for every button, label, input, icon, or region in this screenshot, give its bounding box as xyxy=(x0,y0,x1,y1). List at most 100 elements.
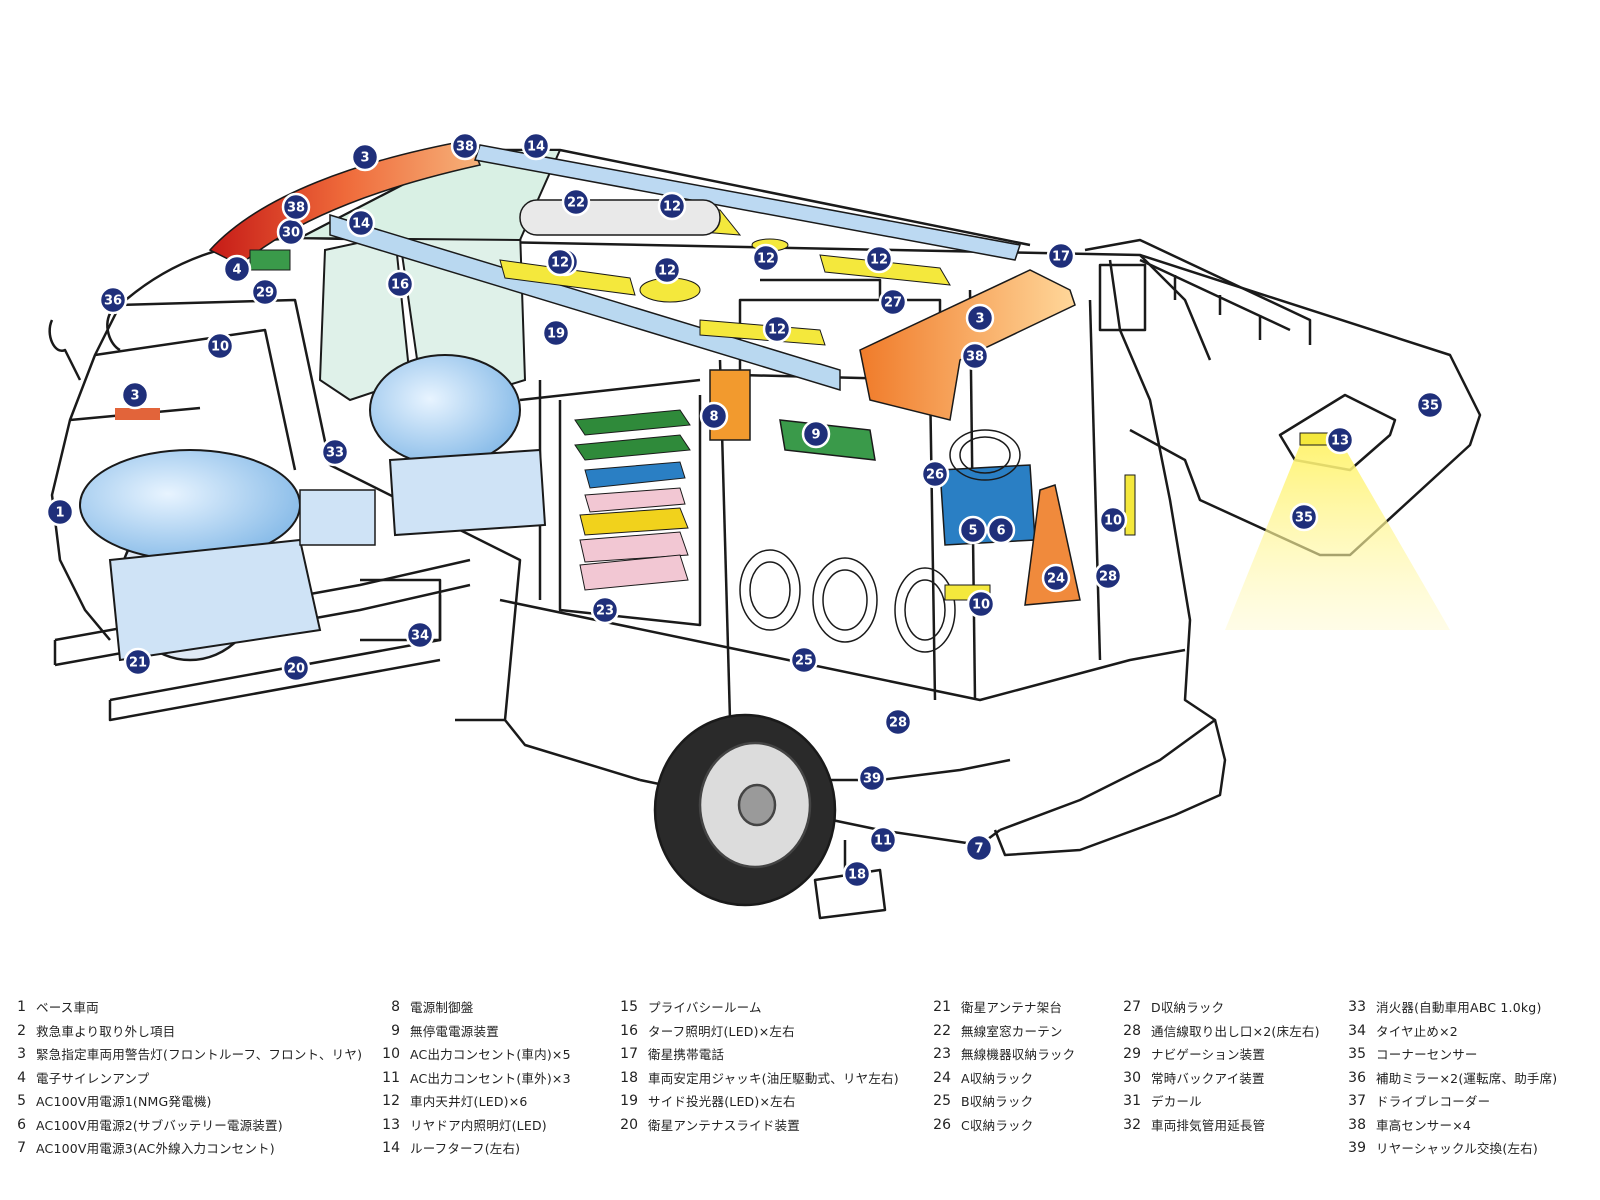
callout-number: 36 xyxy=(104,294,122,309)
legend-number: 4 xyxy=(17,1069,26,1086)
callout-number: 26 xyxy=(926,468,944,483)
callout-number: 35 xyxy=(1421,399,1439,414)
callout-marker-18: 18 xyxy=(842,859,872,889)
callout-marker-10: 10 xyxy=(1098,505,1128,535)
legend-label: AC出力コンセント(車外)×3 xyxy=(410,1070,571,1086)
legend-number: 10 xyxy=(382,1046,400,1062)
legend-label: サイド投光器(LED)×左右 xyxy=(648,1094,796,1109)
callout-number: 38 xyxy=(456,140,474,155)
legend-label: リヤーシャックル交換(左右) xyxy=(1376,1141,1538,1156)
legend-label: B収納ラック xyxy=(961,1094,1034,1109)
callout-marker-27: 27 xyxy=(878,287,908,317)
callout-marker-38: 38 xyxy=(960,341,990,371)
cable-reels xyxy=(739,429,1021,653)
legend-label: 補助ミラー×2(運転席、助手席) xyxy=(1376,1070,1558,1086)
callout-marker-26: 26 xyxy=(920,459,950,489)
callout-number: 7 xyxy=(974,842,983,857)
callout-number: 35 xyxy=(1295,511,1313,526)
legend-number: 13 xyxy=(382,1116,400,1133)
callout-number: 18 xyxy=(848,868,866,883)
legend-number: 14 xyxy=(382,1140,400,1156)
callout-marker-12: 12 xyxy=(864,244,894,274)
callout-marker-28: 28 xyxy=(883,707,913,737)
callout-marker-20: 20 xyxy=(281,653,311,683)
callout-marker-35: 35 xyxy=(1415,390,1445,420)
legend-label: ドライブレコーダー xyxy=(1376,1094,1491,1109)
callout-number: 16 xyxy=(391,278,409,293)
callout-marker-38: 38 xyxy=(450,131,480,161)
legend-label: 車高センサー×4 xyxy=(1376,1117,1472,1133)
legend-label: 緊急指定車両用警告灯(フロントルーフ、フロント、リヤ) xyxy=(36,1047,363,1062)
callout-marker-16: 16 xyxy=(385,269,415,299)
callout-number: 25 xyxy=(795,654,813,669)
rear-outlet xyxy=(1124,474,1136,536)
callout-marker-5: 5 xyxy=(958,515,988,545)
rear-door-light-beam xyxy=(1225,440,1450,630)
callout-marker-12: 12 xyxy=(545,247,575,277)
legend-label: C収納ラック xyxy=(961,1117,1034,1133)
radio-equipment-rack xyxy=(574,409,691,591)
legend-label: 車両排気管用延長管 xyxy=(1151,1117,1266,1133)
legend-number: 15 xyxy=(620,999,638,1015)
legend-label: A収納ラック xyxy=(961,1070,1034,1086)
legend-number: 27 xyxy=(1123,999,1141,1015)
legend-label: 電源制御盤 xyxy=(410,1000,474,1015)
legend-label: ルーフターフ(左右) xyxy=(410,1141,521,1156)
callout-marker-3: 3 xyxy=(965,303,995,333)
legend-number: 6 xyxy=(17,1116,26,1133)
legend-number: 2 xyxy=(17,1022,26,1039)
callout-number: 3 xyxy=(130,389,139,404)
front-warning-light xyxy=(115,408,160,420)
callout-marker-10: 10 xyxy=(966,589,996,619)
callout-number: 38 xyxy=(966,350,984,365)
callout-marker-10: 10 xyxy=(205,331,235,361)
callout-marker-21: 21 xyxy=(123,647,153,677)
legend-number: 23 xyxy=(933,1046,951,1062)
callout-number: 24 xyxy=(1047,572,1065,587)
callout-marker-1: 1 xyxy=(45,497,75,527)
legend-number: 25 xyxy=(933,1093,951,1109)
callout-number: 19 xyxy=(547,327,565,342)
callout-marker-19: 19 xyxy=(541,318,571,348)
callout-number: 28 xyxy=(889,716,907,731)
legend-number: 18 xyxy=(620,1069,638,1086)
legend-label: 無線機器収納ラック xyxy=(961,1047,1076,1062)
legend-label: リヤドア内照明灯(LED) xyxy=(410,1117,547,1133)
legend-number: 30 xyxy=(1123,1069,1141,1086)
legend-number: 3 xyxy=(17,1046,26,1062)
callout-marker-7: 7 xyxy=(964,833,994,863)
callout-number: 17 xyxy=(1052,250,1070,265)
legend-number: 7 xyxy=(17,1140,26,1156)
legend-number: 9 xyxy=(391,1022,400,1039)
callout-marker-14: 14 xyxy=(346,208,376,238)
callout-number: 13 xyxy=(1331,434,1349,449)
callout-marker-24: 24 xyxy=(1041,563,1071,593)
legend-number: 8 xyxy=(391,999,400,1015)
legend-label: AC100V用電源3(AC外線入力コンセント) xyxy=(36,1141,275,1156)
callout-number: 4 xyxy=(232,263,241,278)
legend-number: 34 xyxy=(1348,1022,1366,1039)
legend-number: 24 xyxy=(933,1069,951,1086)
legend-number: 19 xyxy=(620,1093,638,1109)
legend-number: 16 xyxy=(620,1022,638,1039)
legend-label: 常時バックアイ装置 xyxy=(1151,1070,1265,1086)
callout-marker-22: 22 xyxy=(561,187,591,217)
callout-marker-12: 12 xyxy=(751,243,781,273)
callout-number: 12 xyxy=(551,256,569,271)
equipment-box xyxy=(299,489,376,546)
callout-number: 22 xyxy=(567,196,585,211)
callout-number: 12 xyxy=(768,323,786,338)
callout-number: 10 xyxy=(211,340,229,355)
vehicle-cutaway-diagram: 1333456789101010111212121212121213141416… xyxy=(45,131,1482,920)
callout-number: 3 xyxy=(360,151,369,166)
callout-marker-28: 28 xyxy=(1093,561,1123,591)
legend-label: タイヤ止め×2 xyxy=(1376,1023,1458,1039)
legend-number: 20 xyxy=(620,1116,638,1133)
legend-label: 救急車より取り外し項目 xyxy=(36,1023,176,1039)
legend-number: 1 xyxy=(17,999,26,1015)
callout-number: 14 xyxy=(527,140,545,155)
legend-label: 衛星アンテナスライド装置 xyxy=(648,1117,800,1133)
callout-number: 23 xyxy=(596,604,614,619)
callout-number: 10 xyxy=(972,598,990,613)
legend-number: 33 xyxy=(1348,999,1366,1015)
